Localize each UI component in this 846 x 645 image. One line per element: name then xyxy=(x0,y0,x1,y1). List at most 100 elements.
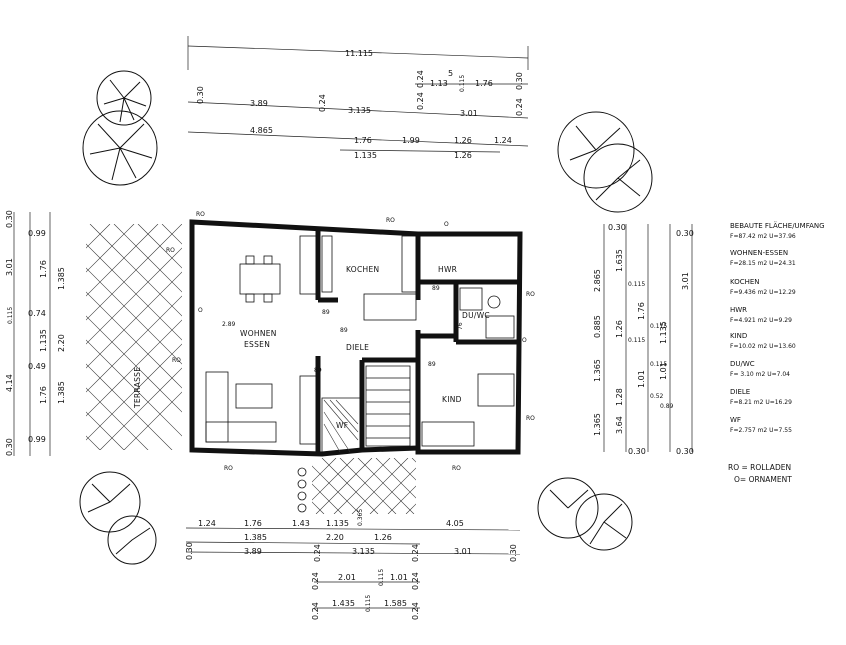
dim-right-c3-1: 0.115 xyxy=(628,281,645,288)
legend-val-5: F= 3.10 m2 U=7.04 xyxy=(730,371,790,378)
dim-bot-r4-4: 0.24 xyxy=(411,572,420,590)
dim-top-r3-0: 1.135 xyxy=(354,151,377,160)
dim-top-r1-3: 3.135 xyxy=(348,106,371,115)
legend-val-0: F=87.42 m2 U=37.96 xyxy=(730,233,796,240)
dim-top-r1-6: 5 xyxy=(448,69,453,78)
dim-right-c1-2: 1.365 xyxy=(593,359,602,382)
door-2: 89 xyxy=(340,327,348,334)
dim-left-i7: 1.76 xyxy=(39,386,48,404)
dim-bot-r1-0: 1.24 xyxy=(198,519,216,528)
dim-right-c4-1: 1.01 xyxy=(659,362,668,380)
dim-right-c1-1: 0.885 xyxy=(593,315,602,338)
dim-right-c3-0: 1.76 xyxy=(637,302,646,320)
tree-bottom-left xyxy=(79,471,157,565)
ro-2: RO xyxy=(386,217,395,224)
legend-label-4: KIND xyxy=(730,332,747,340)
dim-bot-r3-0: 0.30 xyxy=(185,542,194,560)
tree-top-left-small xyxy=(96,70,152,126)
dim-top-r3-1: 1.26 xyxy=(454,151,472,160)
dim-left-i4: 1.135 xyxy=(39,329,48,352)
dim-bot-r1-1: 1.76 xyxy=(244,519,262,528)
dim-right-c2-1: 1.26 xyxy=(615,320,624,338)
dim-bot-r2-0: 1.385 xyxy=(244,533,267,542)
room-kind: KIND xyxy=(442,395,462,404)
dim-bot-r4-3: 1.01 xyxy=(390,573,408,582)
dim-top-r1-4: 0.24 xyxy=(416,92,425,110)
room-duwc: DU/WC xyxy=(462,311,490,320)
dim-bot-r1-5: 4.05 xyxy=(446,519,464,528)
room-wf: WF xyxy=(336,421,348,430)
dim-right-c4-0: 1.135 xyxy=(659,321,668,344)
dim-bot-r5-3: 1.585 xyxy=(384,599,407,608)
dim-top-r2-1: 1.76 xyxy=(354,136,372,145)
ro-1: RO xyxy=(196,211,205,218)
dim-left-i3: 0.74 xyxy=(28,309,46,318)
room-hwr: HWR xyxy=(438,265,457,274)
dim-bot-r2-1: 2.20 xyxy=(326,533,344,542)
dim-right-c3-4: 0.30 xyxy=(608,223,626,232)
dim-left-i0: 0.99 xyxy=(28,229,46,238)
legend-val-6: F=8.21 m2 U=16.29 xyxy=(730,399,792,406)
dim-right-c5-0: 0.30 xyxy=(676,229,694,238)
dim-right-c5-1: 3.01 xyxy=(681,272,690,290)
dim-right-c3-3: 0.115 xyxy=(628,337,645,344)
door-3: 89 xyxy=(432,285,440,292)
ro-3: RO xyxy=(166,247,175,254)
dim-right-c5-3: 0.115 xyxy=(650,361,667,368)
ro-5: RO xyxy=(526,291,535,298)
dim-top-r1-7: 0.115 xyxy=(459,75,466,92)
room-wohnen: WOHNEN xyxy=(240,329,277,338)
dim-left-o3: 4.14 xyxy=(5,374,14,392)
dim-left-i5: 2.20 xyxy=(57,334,66,352)
dim-bot-r3-1: 3.89 xyxy=(244,547,262,556)
legend-label-6: DIELE xyxy=(730,388,750,396)
dim-top-r1-10: 0.30 xyxy=(515,72,524,90)
dim-right-c5-4: 0.52 xyxy=(650,393,664,400)
dim-left-i9: 0.99 xyxy=(28,435,46,444)
terrace-hatch: TERRASSE xyxy=(86,224,182,450)
dim-bot-r4-0: 0.24 xyxy=(311,572,320,590)
dim-bot-r5-1: 1.435 xyxy=(332,599,355,608)
furniture xyxy=(205,235,515,453)
dim-bot-r3-4: 0.24 xyxy=(411,544,420,562)
dim-289: 2.89 xyxy=(222,321,236,328)
room-essen: ESSEN xyxy=(244,340,270,349)
door-5: 89 xyxy=(314,367,322,374)
dim-bot-r5-2: 0.115 xyxy=(365,595,372,612)
room-labels: WOHNEN ESSEN KOCHEN HWR DU/WC DIELE KIND… xyxy=(240,265,490,430)
dim-top-r1-8: 1.76 xyxy=(475,79,493,88)
door-76: 76 xyxy=(457,322,464,330)
dim-top-r1-5: 1.13 xyxy=(430,79,448,88)
dim-top-r2-3: 1.26 xyxy=(454,136,472,145)
dim-top-r2-0: 4.865 xyxy=(250,126,273,135)
dim-left-i2: 1.385 xyxy=(57,267,66,290)
dim-bot-r3-6: 0.30 xyxy=(509,544,518,562)
dim-top-r2-4: 1.24 xyxy=(494,136,512,145)
right-dimensions: 2.865 0.885 1.365 1.365 1.635 1.26 1.28 … xyxy=(593,223,694,456)
dim-top-r1b-1: 0.24 xyxy=(515,98,524,116)
dim-bot-r4-1: 2.01 xyxy=(338,573,356,582)
dim-bot-r2-2: 1.26 xyxy=(374,533,392,542)
dim-left-o0: 0.30 xyxy=(5,210,14,228)
dim-top-r2-2: 1.99 xyxy=(402,136,420,145)
tree-top-right xyxy=(557,111,653,213)
ro-4: RO xyxy=(172,357,181,364)
left-dimensions: 0.30 3.01 0.115 4.14 0.30 0.99 1.76 1.38… xyxy=(5,210,66,456)
dim-top-r1-0: 0.30 xyxy=(196,86,205,104)
ornament-mark-3: O xyxy=(198,307,203,314)
dim-bot-r3-3: 3.135 xyxy=(352,547,375,556)
plan-annotations: RO RO RO RO RO RO RO RO 89 89 89 89 89 7… xyxy=(166,211,535,472)
ornament-mark-2: O xyxy=(522,337,527,344)
room-diele: DIELE xyxy=(346,343,369,352)
dim-right-c2-0: 1.635 xyxy=(615,249,624,272)
dim-left-o2: 0.115 xyxy=(7,307,14,324)
top-dimensions: 11.115 0.30 3.89 0.24 3.135 0.24 1.13 5 … xyxy=(187,36,529,160)
ro-7: RO xyxy=(224,465,233,472)
dim-left-i1: 1.76 xyxy=(39,260,48,278)
ornament-mark-1: O xyxy=(444,221,449,228)
door-1: 89 xyxy=(322,309,330,316)
dim-top-r1b-0: 0.24 xyxy=(416,70,425,88)
bottom-dimensions: 1.24 1.76 1.43 1.135 0.365 4.05 1.385 2.… xyxy=(185,509,521,620)
dim-top-r1-9: 3.01 xyxy=(460,109,478,118)
